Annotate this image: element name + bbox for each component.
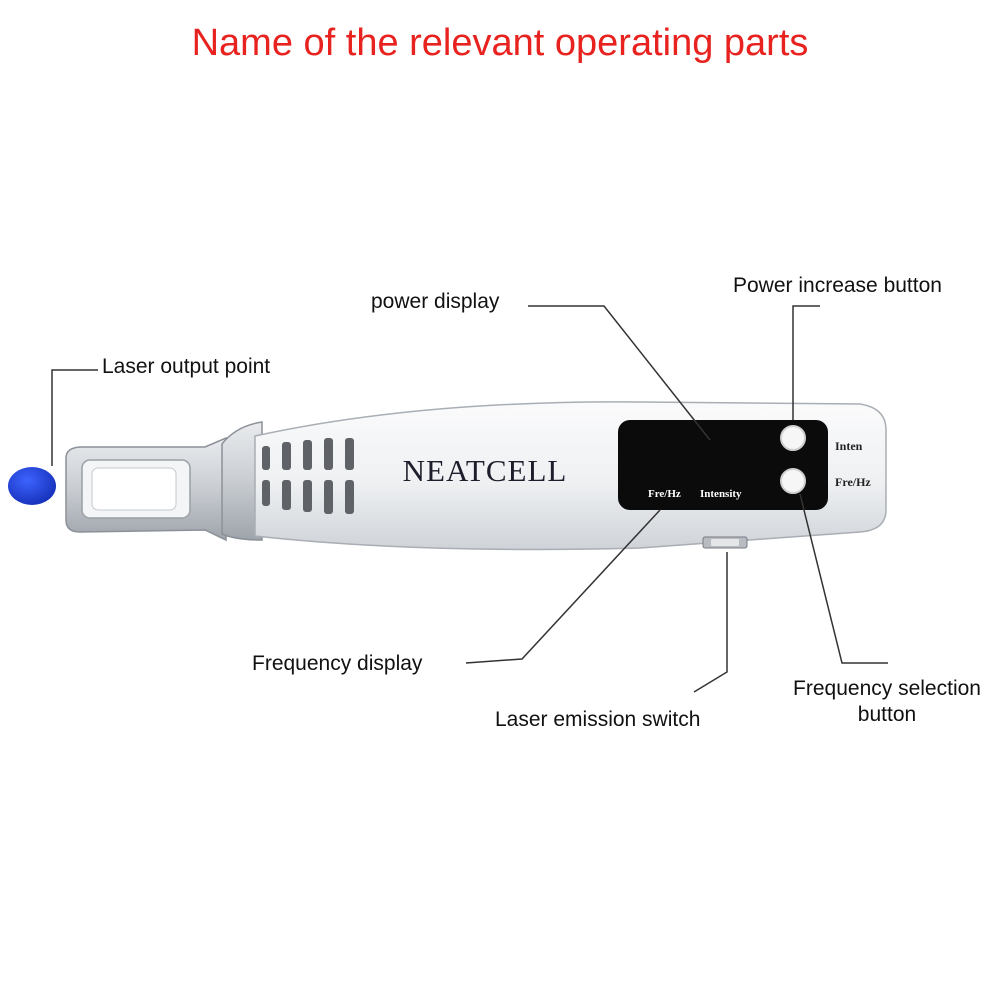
screen-label-frequency: Fre/Hz (648, 488, 681, 500)
laser-emission-switch[interactable] (702, 536, 748, 549)
vent-slots (262, 438, 354, 514)
callout-power-increase-button: Power increase button (733, 274, 942, 297)
metal-head (65, 436, 227, 542)
callout-frequency-selection-line2: button (857, 703, 917, 726)
leader-laser-output (51, 369, 98, 466)
button-label-upper: Inten (835, 439, 863, 453)
page-title: Name of the relevant operating parts (191, 22, 809, 64)
callout-frequency-display: Frequency display (252, 652, 423, 675)
brand-text: NEATCELL (403, 453, 568, 488)
leader-power-increase (792, 305, 820, 420)
callout-laser-output-point: Laser output point (102, 355, 271, 378)
leader-frequency-selection (799, 493, 888, 664)
laser-output-tip (8, 467, 56, 505)
callout-frequency-selection-button: Frequency selection button (778, 676, 996, 728)
leader-laser-switch (693, 552, 728, 693)
power-increase-button[interactable] (780, 425, 806, 451)
callout-laser-emission-switch: Laser emission switch (495, 708, 701, 731)
leader-lines (51, 305, 888, 693)
leader-power-display (528, 305, 711, 441)
screen-label-intensity: Intensity (700, 488, 742, 500)
callout-power-display: power display (371, 290, 500, 313)
leader-frequency-display (465, 509, 661, 664)
frequency-selection-button[interactable] (780, 468, 806, 494)
display-screen (618, 420, 828, 510)
button-label-lower: Fre/Hz (835, 475, 871, 489)
device-neck (221, 421, 263, 541)
callout-frequency-selection-line1: Frequency selection (793, 677, 981, 700)
